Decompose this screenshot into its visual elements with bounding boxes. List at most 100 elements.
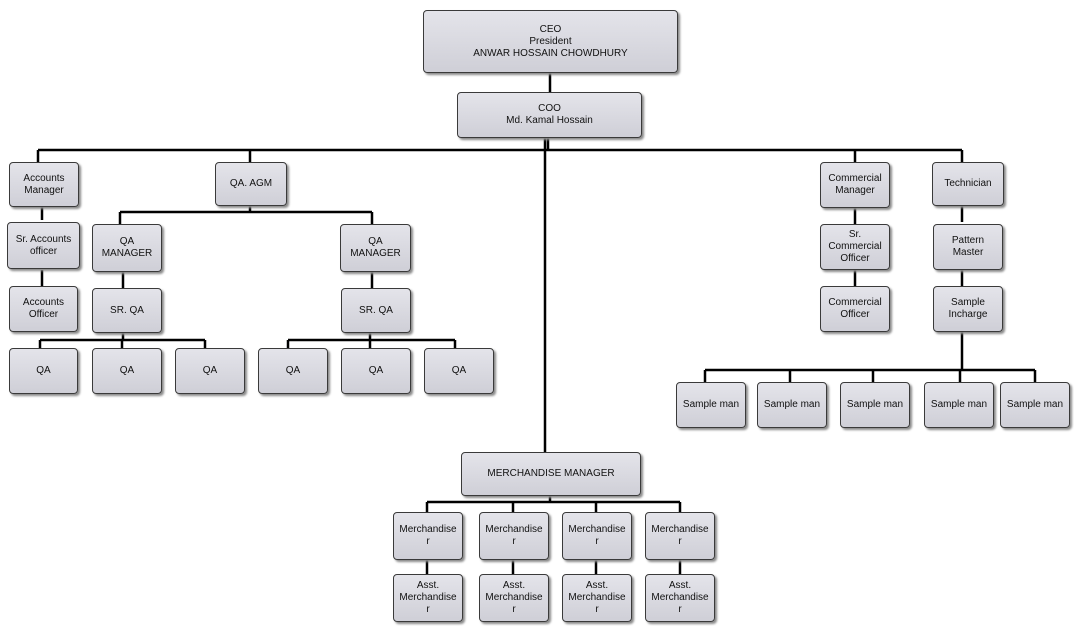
qa-box-6: QA [424, 348, 494, 394]
coo-title: COO [538, 103, 561, 114]
qa-4-label: QA [285, 365, 301, 376]
sample-man-1-label: Sample man [682, 399, 740, 410]
sample-man-2-label: Sample man [763, 399, 821, 410]
asst-merchandiser-2-line-3: r [512, 604, 516, 615]
commercial-officer-box: Commercial Officer [820, 286, 890, 332]
sample-man-3-label: Sample man [846, 399, 904, 410]
merchandiser-1-line-1: Merchandise [399, 524, 457, 535]
merchandiser-box-3: Merchandise r [562, 512, 632, 560]
sr-accounts-officer-box: Sr. Accounts officer [7, 222, 80, 269]
asst-merchandiser-1-line-2: Merchandise [399, 592, 457, 603]
asst-merchandiser-box-3: Asst. Merchandise r [562, 574, 632, 622]
sr-qa-1-label: SR. QA [110, 304, 144, 316]
accounts-officer-line-1: Accounts [22, 297, 65, 308]
technician-label: Technician [944, 178, 992, 189]
qa-manager-box-2: QA MANAGER [340, 224, 411, 272]
commercial-officer-line-2: Officer [840, 309, 870, 320]
sr-qa-box-1: SR. QA [92, 288, 162, 333]
sr-commercial-officer-line-2: Commercial [828, 241, 882, 252]
merchandiser-3-line-1: Merchandise [568, 524, 626, 535]
qa-manager-1-line-1: QA [119, 236, 135, 247]
qa-box-4: QA [258, 348, 328, 394]
sr-qa-box-2: SR. QA [341, 288, 411, 333]
ceo-role: President [529, 35, 572, 47]
asst-merchandiser-3-line-1: Asst. [585, 580, 609, 591]
asst-merchandiser-1-line-1: Asst. [416, 580, 440, 591]
sample-man-box-4: Sample man [924, 382, 994, 428]
ceo-box: CEO President ANWAR HOSSAIN CHOWDHURY [423, 10, 678, 73]
qa-box-3: QA [175, 348, 245, 394]
coo-name: Md. Kamal Hossain [506, 115, 593, 126]
qa-2-label: QA [119, 365, 135, 376]
qa-box-1: QA [9, 348, 78, 394]
ceo-name: ANWAR HOSSAIN CHOWDHURY [473, 47, 628, 59]
sr-commercial-officer-line-1: Sr. [848, 229, 862, 240]
qa-box-5: QA [341, 348, 411, 394]
asst-merchandiser-3-line-3: r [595, 604, 599, 615]
commercial-officer-line-1: Commercial [828, 297, 882, 308]
sample-man-box-3: Sample man [840, 382, 910, 428]
accounts-officer-line-2: Officer [28, 309, 59, 320]
asst-merchandiser-4-line-1: Asst. [668, 580, 692, 591]
sample-incharge-line-2: Incharge [948, 309, 988, 320]
merchandise-manager-box: MERCHANDISE MANAGER [461, 452, 641, 496]
asst-merchandiser-3-line-2: Merchandise [568, 592, 626, 603]
commercial-manager-line-2: Manager [835, 185, 875, 196]
pattern-master-line-2: Master [952, 247, 984, 258]
qa-manager-2-line-2: MANAGER [350, 248, 401, 259]
commercial-manager-line-1: Commercial [828, 173, 882, 184]
qa-manager-2-line-1: QA [368, 236, 383, 247]
merchandiser-1-line-2: r [426, 536, 430, 547]
qa-manager-box-1: QA MANAGER [92, 224, 162, 272]
merchandiser-box-4: Merchandise r [645, 512, 715, 560]
sample-man-box-1: Sample man [676, 382, 746, 428]
ceo-title: CEO [539, 23, 562, 35]
coo-box: COO Md. Kamal Hossain [457, 92, 642, 138]
asst-merchandiser-box-1: Asst. Merchandise r [393, 574, 463, 622]
asst-merchandiser-box-4: Asst. Merchandise r [645, 574, 715, 622]
asst-merchandiser-4-line-3: r [678, 604, 682, 615]
merchandiser-box-2: Merchandise r [479, 512, 549, 560]
technician-box: Technician [932, 162, 1004, 206]
sr-commercial-officer-line-3: Officer [840, 253, 870, 264]
pattern-master-line-1: Pattern [951, 235, 985, 246]
merchandiser-2-line-1: Merchandise [485, 524, 543, 535]
merchandiser-4-line-1: Merchandise [651, 524, 709, 535]
qa-manager-1-line-2: MANAGER [101, 248, 153, 259]
qa-agm-label: QA. AGM [229, 178, 273, 189]
commercial-manager-box: Commercial Manager [820, 162, 890, 208]
pattern-master-box: Pattern Master [933, 224, 1003, 270]
accounts-officer-box: Accounts Officer [9, 286, 78, 332]
sample-incharge-box: Sample Incharge [933, 286, 1003, 332]
sr-accounts-officer-line-2: officer [29, 245, 58, 257]
merchandiser-3-line-2: r [595, 536, 599, 547]
merchandise-manager-label: MERCHANDISE MANAGER [487, 468, 615, 479]
accounts-manager-box: Accounts Manager [9, 162, 79, 207]
qa-box-2: QA [92, 348, 162, 394]
asst-merchandiser-2-line-1: Asst. [502, 580, 526, 591]
sample-man-5-label: Sample man [1006, 399, 1064, 410]
sample-man-4-label: Sample man [930, 399, 988, 410]
merchandiser-box-1: Merchandise r [393, 512, 463, 560]
sample-man-box-2: Sample man [757, 382, 827, 428]
accounts-manager-line-2: Manager [24, 184, 64, 196]
sample-man-box-5: Sample man [1000, 382, 1070, 428]
merchandiser-2-line-2: r [512, 536, 516, 547]
asst-merchandiser-1-line-3: r [426, 604, 430, 615]
asst-merchandiser-2-line-2: Merchandise [485, 592, 543, 603]
sample-incharge-line-1: Sample [951, 297, 985, 308]
qa-5-label: QA [368, 365, 384, 376]
accounts-manager-line-1: Accounts [23, 172, 65, 184]
asst-merchandiser-box-2: Asst. Merchandise r [479, 574, 549, 622]
asst-merchandiser-4-line-2: Merchandise [651, 592, 709, 603]
qa-1-label: QA [36, 365, 51, 376]
sr-commercial-officer-box: Sr. Commercial Officer [820, 224, 890, 270]
sr-qa-2-label: SR. QA [359, 304, 393, 316]
qa-3-label: QA [202, 365, 218, 376]
merchandiser-4-line-2: r [678, 536, 682, 547]
sr-accounts-officer-line-1: Sr. Accounts [15, 233, 72, 245]
qa-agm-box: QA. AGM [215, 162, 287, 206]
qa-6-label: QA [451, 365, 467, 376]
